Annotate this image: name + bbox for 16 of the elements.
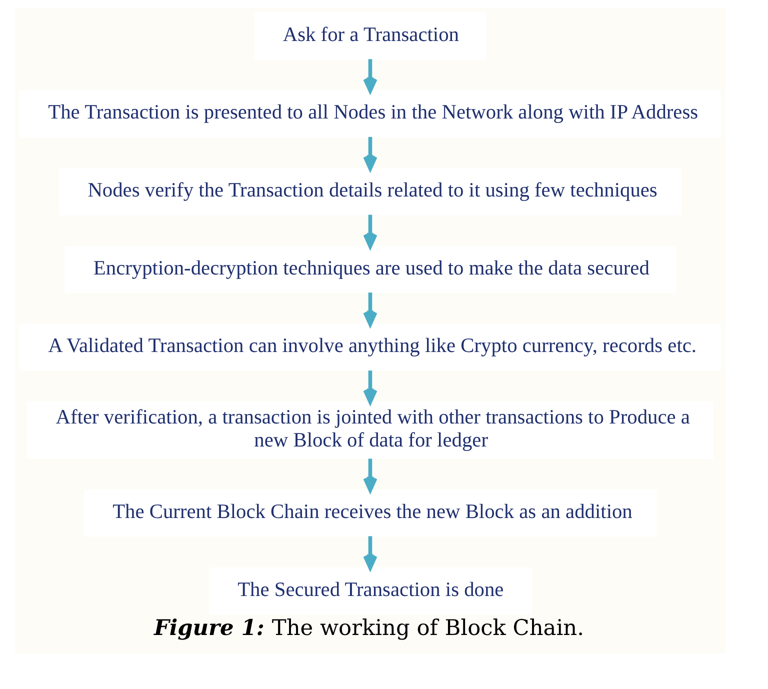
caption: Figure 1: The working of Block Chain. bbox=[154, 616, 584, 642]
node-box: Encryption-decryption techniques are used to make the data secured bbox=[64, 246, 676, 294]
arrow bbox=[363, 458, 378, 492]
node-box: After verification, a transaction is jointed with other transactions to Produce a new Block of data for ledger bbox=[27, 402, 714, 459]
node-box: Nodes verify the Transaction details related to it using few techniques bbox=[59, 168, 682, 216]
node-box: The Current Block Chain receives the new Block as an addition bbox=[84, 490, 657, 537]
arrow bbox=[363, 370, 378, 404]
node-box: A Validated Transaction can involve anything like Crypto currency, records etc. bbox=[19, 324, 721, 371]
node-box: The Transaction is presented to all Nodes in the Network along with IP Address bbox=[19, 90, 721, 138]
arrow bbox=[363, 536, 378, 570]
arrow bbox=[363, 59, 378, 93]
arrow bbox=[363, 214, 378, 248]
node-box: Ask for a Transaction bbox=[254, 12, 486, 60]
arrow bbox=[363, 292, 378, 326]
arrow bbox=[363, 136, 378, 170]
node-box: The Secured Transaction is done bbox=[208, 567, 532, 615]
